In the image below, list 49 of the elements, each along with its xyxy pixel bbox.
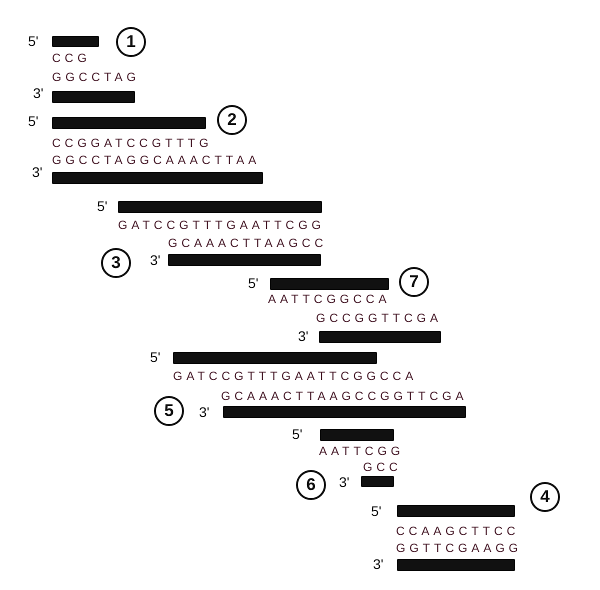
circled-number: 7 <box>399 267 429 297</box>
dna-strand-bar <box>52 36 99 47</box>
dna-strand-bar <box>168 254 321 266</box>
dna-strand-bar <box>397 505 515 517</box>
strand-end-label: 3' <box>298 328 308 344</box>
strand-end-label: 3' <box>373 556 384 572</box>
dna-strand-bar <box>319 331 441 343</box>
dna-sequence: GGTTCGAAGG <box>396 541 522 555</box>
strand-end-label: 5' <box>28 113 38 129</box>
strand-end-label: 3' <box>32 164 42 180</box>
dna-sequence: AATTCGG <box>319 444 404 458</box>
dna-sequence: GGCCTAGGCAAACTTAA <box>52 153 260 167</box>
dna-strand-bar <box>320 429 394 441</box>
dna-sequence: GATCCGTTTGAATTCGG <box>118 218 325 232</box>
dna-sequence: GCCGGTTCGA <box>316 311 442 325</box>
dna-strand-bar <box>270 278 389 290</box>
dna-strand-bar <box>361 476 394 487</box>
dna-strand-bar <box>173 352 377 364</box>
strand-end-label: 5' <box>248 275 258 291</box>
dna-sequence: GCAAACTTAAGCC <box>168 236 328 250</box>
dna-sequence: CCAAGCTTCC <box>396 524 520 538</box>
dna-strand-bar <box>397 559 515 571</box>
strand-end-label: 5' <box>28 33 38 49</box>
strand-end-label: 3' <box>33 85 44 101</box>
circled-number: 1 <box>116 27 146 57</box>
dna-strand-bar <box>223 406 466 418</box>
strand-end-label: 3' <box>150 252 160 268</box>
dna-strand-bar <box>52 172 263 184</box>
dna-strand-bar <box>118 201 322 213</box>
circled-number: 5 <box>154 396 184 426</box>
strand-end-label: 5' <box>292 426 302 442</box>
dna-sequence: AATTCGGCCA <box>268 292 390 306</box>
strand-end-label: 3' <box>199 404 210 420</box>
dna-sequence: CCG <box>52 51 91 65</box>
dna-sequence: GGCCTAG <box>52 70 140 84</box>
strand-end-label: 5' <box>150 349 160 365</box>
circled-number: 4 <box>530 482 560 512</box>
circled-number: 2 <box>217 105 247 135</box>
dna-sequence: GCAAACTTAAGCCGGTTCGA <box>221 389 468 403</box>
dna-sequence: GATCCGTTTGAATTCGGCCA <box>173 369 418 383</box>
dna-sequence: CCGGATCCGTTTG <box>52 136 212 150</box>
circled-number: 6 <box>296 470 326 500</box>
dna-sequence: GCC <box>363 460 402 474</box>
strand-end-label: 5' <box>371 503 382 519</box>
dna-strand-bar <box>52 91 135 103</box>
strand-end-label: 5' <box>97 198 108 214</box>
strand-end-label: 3' <box>339 474 350 490</box>
circled-number: 3 <box>101 248 131 278</box>
dna-strand-bar <box>52 117 206 129</box>
